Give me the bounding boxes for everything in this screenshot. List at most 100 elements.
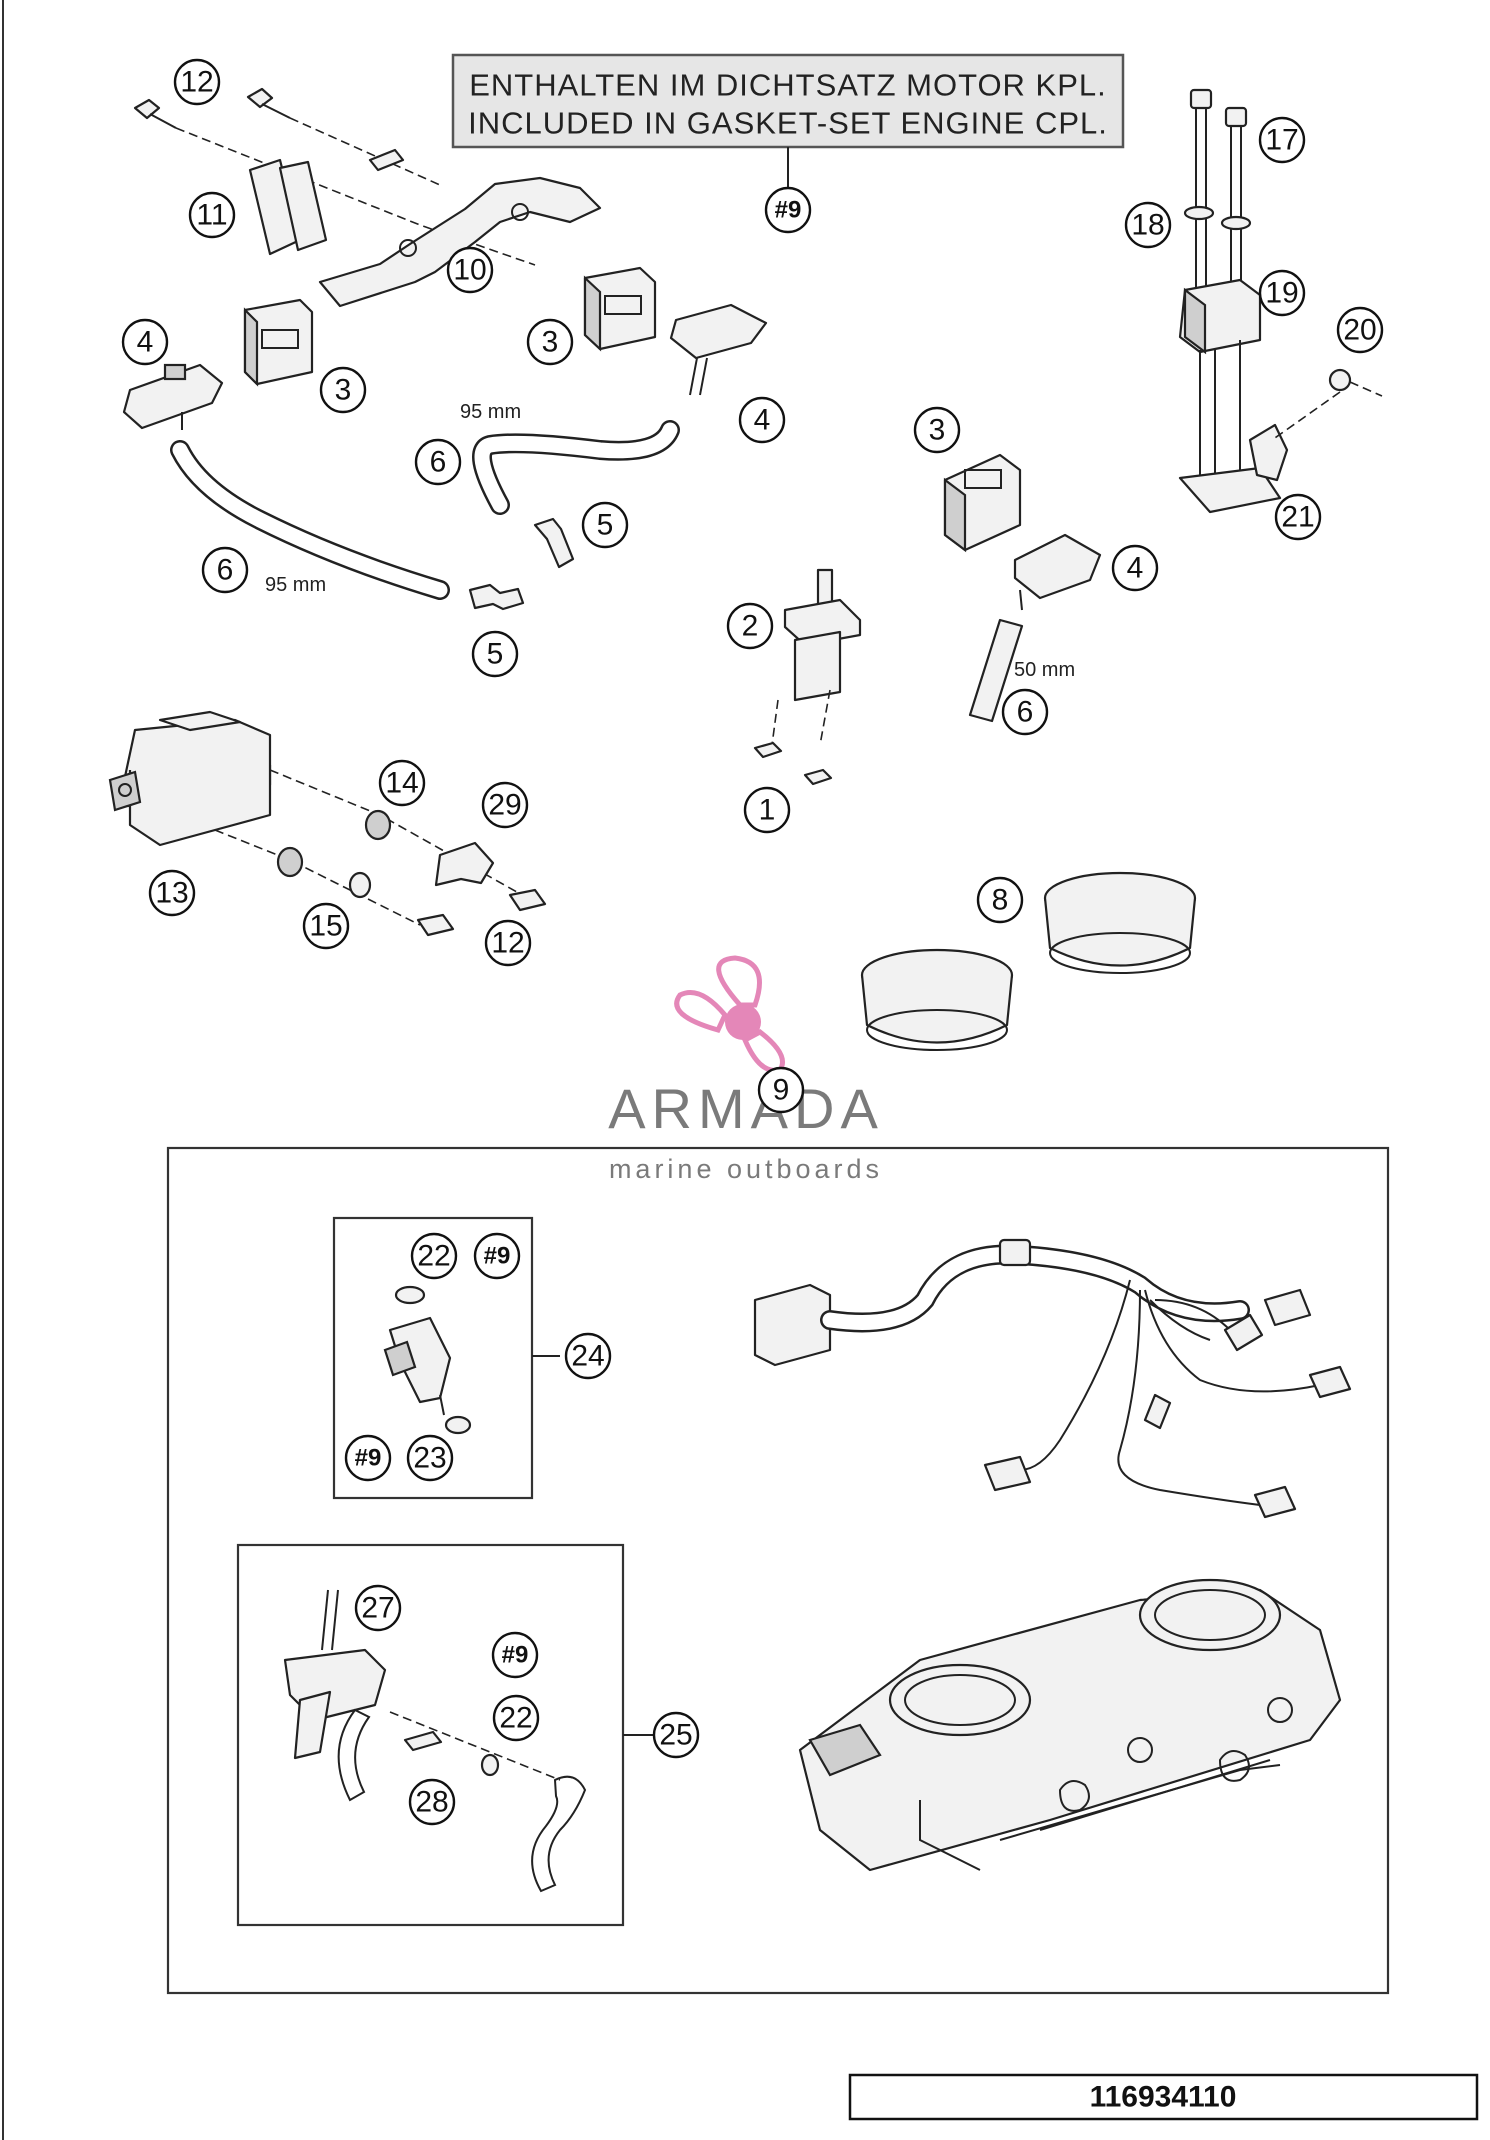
propeller-hub-icon [725,1004,761,1040]
callout-17: 17 [1258,116,1306,164]
armada-watermark: ARMADA marine outboards [608,955,884,1184]
callout-22: 22 [410,1232,458,1280]
mounting-bracket-assembly [1178,88,1383,514]
injector-box [332,1216,534,1500]
callout-6: 6 [1001,688,1049,736]
gasket-set-note: ENTHALTEN IM DICHTSATZ MOTOR KPL. INCLUD… [451,53,1125,188]
svg-text:21: 21 [1281,501,1314,534]
callout-18: 18 [1124,201,1172,249]
callout-25: 25 [652,1711,700,1759]
callout-9: 9 [757,1066,805,1114]
svg-text:13: 13 [155,877,188,910]
callout-27: 27 [354,1584,402,1632]
callout-12: 12 [484,919,532,967]
svg-text:5: 5 [597,509,614,542]
note-line-2: INCLUDED IN GASKET-SET ENGINE CPL. [468,106,1108,141]
callout-21: 21 [1274,493,1322,541]
svg-text:#9: #9 [502,1642,529,1669]
callout-14: 14 [378,759,426,807]
svg-text:8: 8 [992,884,1009,917]
svg-text:6: 6 [217,554,234,587]
note-line-1: ENTHALTEN IM DICHTSATZ MOTOR KPL. [469,68,1107,103]
callout-4: 4 [738,396,786,444]
svg-text:17: 17 [1265,124,1298,157]
svg-text:#9: #9 [355,1445,382,1472]
callout-24: 24 [564,1332,612,1380]
callout-1: 1 [743,786,791,834]
control-unit-assembly [108,710,547,937]
injector-parts [383,1285,560,1435]
svg-text:11: 11 [196,199,227,232]
svg-text:5: 5 [487,638,504,671]
svg-text:#9: #9 [775,197,802,224]
svg-text:15: 15 [309,910,342,943]
bracket-assembly [133,87,602,308]
hose-length-short: 50 mm [1014,659,1075,681]
svg-text:22: 22 [499,1702,532,1735]
callout-20: 20 [1336,306,1384,354]
sensor-group-right: 50 mm [943,453,1102,723]
callout-10: 10 [446,246,494,294]
callout-gasket-ref: #9 [473,1232,521,1280]
svg-text:9: 9 [773,1074,790,1107]
callout-5: 5 [581,501,629,549]
callout-gasket-ref: #9 [764,186,812,234]
callout-8: 8 [976,876,1024,924]
callout-3: 3 [526,318,574,366]
svg-text:4: 4 [137,326,154,359]
svg-text:2: 2 [742,610,759,643]
sensor-group-left: 95 mm [122,298,525,611]
idle-valve-assembly [753,568,862,786]
svg-text:#9: #9 [484,1243,511,1270]
hose-length-upper: 95 mm [460,401,521,423]
part-number: 116934110 [1090,2081,1237,2114]
callout-5: 5 [471,630,519,678]
svg-text:19: 19 [1265,277,1298,310]
part-number-box: 116934110 [848,2073,1479,2121]
svg-text:3: 3 [929,414,946,447]
callout-19: 19 [1258,269,1306,317]
throttle-body-frame [166,1146,1390,1995]
svg-text:3: 3 [335,374,352,407]
svg-text:4: 4 [1127,552,1144,585]
svg-text:20: 20 [1343,314,1376,347]
callout-2: 2 [726,602,774,650]
svg-text:10: 10 [453,254,486,287]
callout-3: 3 [319,366,367,414]
callout-12: 12 [173,58,221,106]
intake-rings [860,871,1197,1051]
callout-23: 23 [406,1434,454,1482]
svg-text:1: 1 [759,794,776,827]
svg-text:24: 24 [571,1340,604,1373]
svg-text:18: 18 [1131,209,1164,242]
callout-gasket-ref: #9 [344,1434,392,1482]
svg-text:22: 22 [417,1240,450,1273]
callout-4: 4 [1111,544,1159,592]
svg-text:29: 29 [488,789,521,822]
watermark-tagline: marine outboards [609,1154,883,1184]
svg-text:6: 6 [1017,696,1034,729]
callout-3: 3 [913,406,961,454]
fuel-rail-parts [283,1589,660,1893]
callout-22: 22 [492,1694,540,1742]
svg-text:12: 12 [491,927,524,960]
svg-text:25: 25 [659,1719,692,1752]
svg-text:6: 6 [430,446,447,479]
svg-text:4: 4 [754,404,771,437]
svg-text:14: 14 [385,767,418,800]
callout-gasket-ref: #9 [491,1631,539,1679]
svg-text:28: 28 [415,1786,448,1819]
callout-15: 15 [302,902,350,950]
callout-11: 11 [188,191,236,239]
sensor-group-center: 95 mm [460,266,768,569]
callout-6: 6 [414,438,462,486]
callout-29: 29 [481,781,529,829]
watermark-brand: ARMADA [608,1077,884,1140]
svg-text:27: 27 [361,1592,394,1625]
callout-6: 6 [201,546,249,594]
callout-4: 4 [121,318,169,366]
svg-text:3: 3 [542,326,559,359]
wiring-harness [753,1238,1352,1519]
